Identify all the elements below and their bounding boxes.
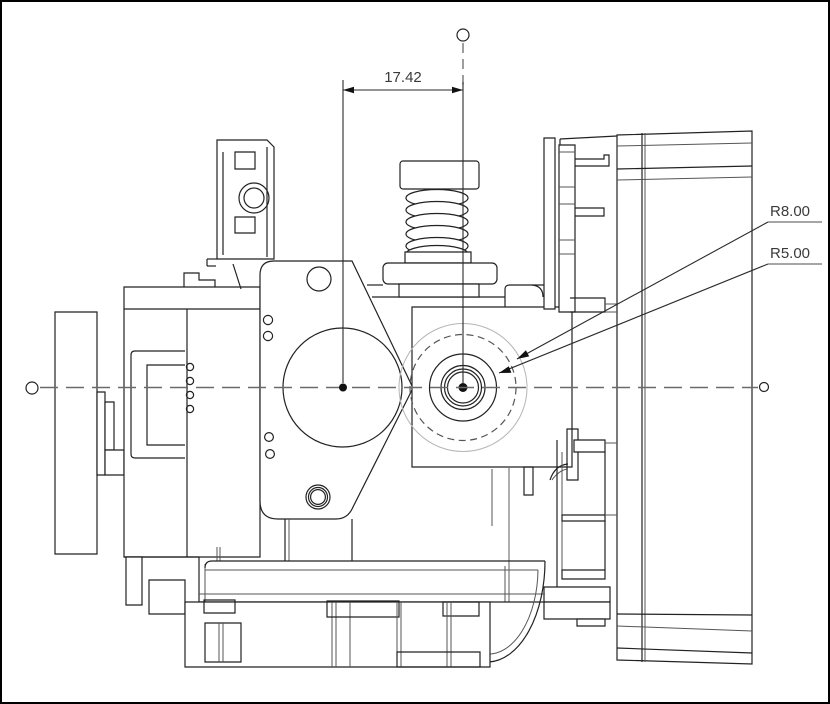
dimension-arrow-left — [343, 86, 354, 94]
radius-inner-label: R5.00 — [770, 245, 810, 262]
dimension-width-label: 17.42 — [384, 69, 422, 86]
bearing-inner-circle — [244, 188, 264, 208]
middle-bracket — [544, 138, 617, 626]
centerline-end-circle — [760, 383, 769, 392]
plate-hole — [265, 433, 274, 442]
centerline-end-circle — [26, 382, 38, 394]
dimension-arrow-right — [452, 86, 463, 94]
bottom-housing — [185, 600, 490, 667]
width-dimension: 17.42 — [339, 69, 463, 392]
horizontal-centerline — [26, 382, 769, 394]
plate-hole — [263, 315, 272, 324]
drive-gear — [55, 312, 124, 554]
leader-arrow-outer — [517, 350, 530, 359]
connector-pin-dot — [186, 405, 193, 412]
clamp-screw-knurl — [567, 429, 578, 480]
top-mount-bracket — [207, 140, 274, 289]
stepper-motor-body — [124, 273, 260, 614]
connector-pin-dot — [186, 391, 193, 398]
spring-seat — [383, 252, 497, 297]
idler-lever-plate — [260, 261, 413, 519]
connector-pin-dot — [186, 363, 193, 370]
idler-center-dot — [339, 383, 347, 392]
plate-hole — [263, 331, 272, 340]
plate-hole — [266, 450, 275, 459]
right-mounting-plate — [560, 131, 752, 664]
body-corner-fillet — [489, 561, 545, 662]
connector-pin-dot — [186, 377, 193, 384]
radius-outer-label: R8.00 — [770, 203, 810, 220]
plate-top-hole — [307, 267, 331, 291]
leader-arrow-inner — [499, 366, 512, 373]
tension-thumbscrew — [400, 161, 479, 189]
bearing-outer-circle — [239, 183, 269, 213]
centerline-end-circle — [457, 29, 469, 41]
pivot-bolt — [306, 485, 330, 509]
radius-leaders: R8.00 R5.00 — [499, 203, 822, 373]
vertical-centerline — [457, 29, 469, 383]
